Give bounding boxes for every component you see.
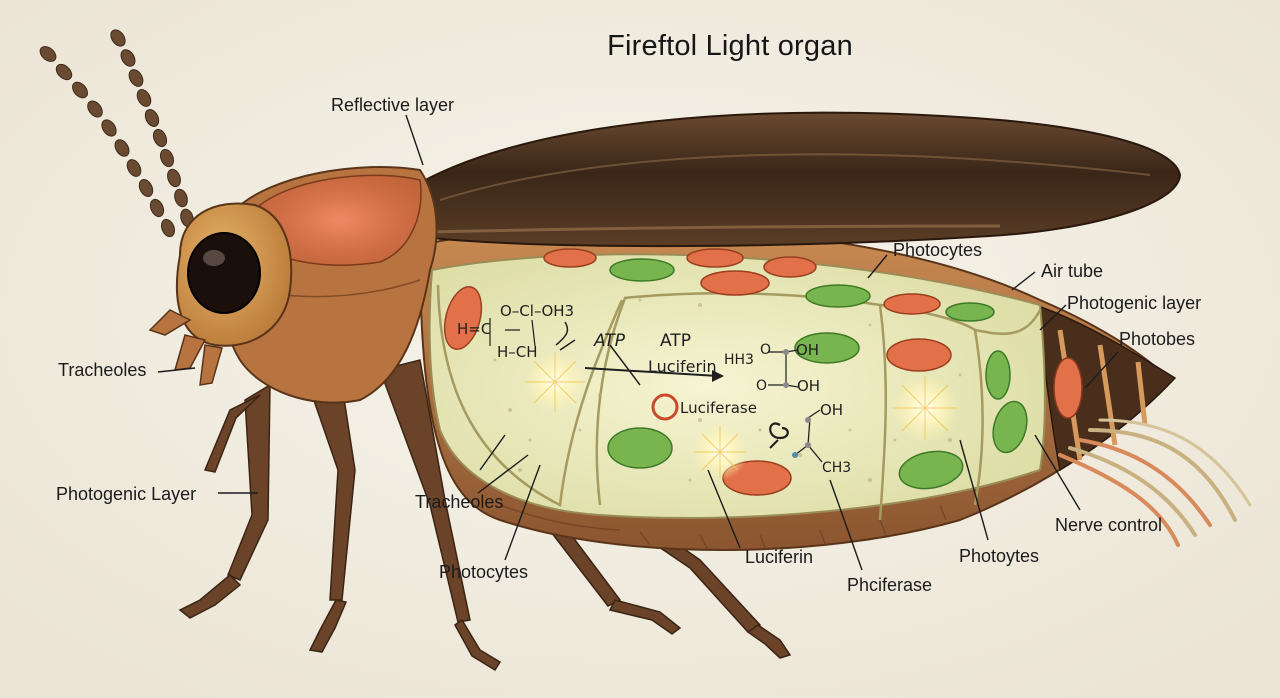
chem-oh-1: OH <box>796 341 819 359</box>
chem-atp-2: ATP <box>660 331 691 351</box>
abdomen-segments <box>499 504 947 551</box>
chemical-structures: O–Cl–OH3 H=C H–CH ATP ATP Luciferin Luci… <box>457 302 851 476</box>
glow-points <box>525 352 959 480</box>
foot-rear <box>608 599 682 635</box>
luciferase-ring <box>651 393 679 421</box>
chem-h-ch: H–CH <box>497 343 538 361</box>
label-tracheoles-left: Tracheoles <box>58 360 147 380</box>
wing <box>398 111 1182 248</box>
nerve-fibers <box>1058 418 1252 547</box>
chem-oh-3: OH <box>820 401 843 419</box>
leg-left-small <box>203 394 261 473</box>
foot-front-2 <box>308 599 348 653</box>
reaction-arrow <box>584 367 719 377</box>
photocyte-red <box>686 248 744 268</box>
chem-o-2: O <box>756 378 767 394</box>
foot-middle <box>454 618 502 672</box>
photocytes-top-row <box>543 248 995 322</box>
chem-oh-2: OH <box>797 377 820 395</box>
label-air-tube: Air tube <box>1041 261 1104 281</box>
speckles <box>493 298 962 482</box>
label-photogenic-layer-left: Photogenic Layer <box>56 484 197 504</box>
chem-luciferase: Luciferase <box>680 399 757 417</box>
chem-luciferin: Luciferin <box>648 357 717 376</box>
antenna-right <box>39 46 176 238</box>
photocyte-green <box>609 258 675 282</box>
label-phciferase: Phciferase <box>847 575 933 595</box>
label-photoytes: Photoytes <box>959 546 1040 566</box>
foot-front <box>178 573 242 619</box>
label-photogenic-layer-right: Photogenic layer <box>1067 293 1202 313</box>
antenna-left <box>110 29 194 228</box>
photocyte-red <box>883 293 941 315</box>
photocyte-red <box>700 270 770 296</box>
label-nerve-control: Nerve control <box>1055 515 1163 535</box>
photobe-cell <box>1053 357 1083 419</box>
label-reflective-layer: Reflective layer <box>331 95 455 115</box>
photocyte-green <box>945 302 995 322</box>
label-photocytes-top: Photocytes <box>893 240 983 260</box>
chem-h-c: H=C <box>457 320 491 338</box>
photocyte-red <box>763 256 817 278</box>
chem-o-1: O <box>760 342 771 358</box>
chem-hh3: HH3 <box>724 352 754 368</box>
pronotum-patch <box>259 174 422 266</box>
label-tracheoles-bottom: Tracheoles <box>415 492 504 512</box>
chem-o-cl-oh3: O–Cl–OH3 <box>500 302 574 320</box>
photocyte-green <box>805 284 871 308</box>
photocyte-red <box>543 248 597 268</box>
leader-lines <box>157 114 1119 571</box>
abdomen-tip <box>1034 303 1177 472</box>
antennae <box>39 29 194 238</box>
chem-ch3: CH3 <box>822 460 851 476</box>
photocytes-interior <box>443 286 1028 496</box>
leg-middle <box>379 359 471 623</box>
label-photocytes-bottom: Photocytes <box>439 562 529 582</box>
compound-eye <box>187 232 261 314</box>
label-photobes: Photobes <box>1119 329 1196 349</box>
diagram-title: Fireftol Light organ <box>607 30 853 62</box>
chem-atp-1: ATP <box>593 331 626 351</box>
foot-rear-2 <box>746 624 792 659</box>
label-luciferin: Luciferin <box>745 547 814 567</box>
